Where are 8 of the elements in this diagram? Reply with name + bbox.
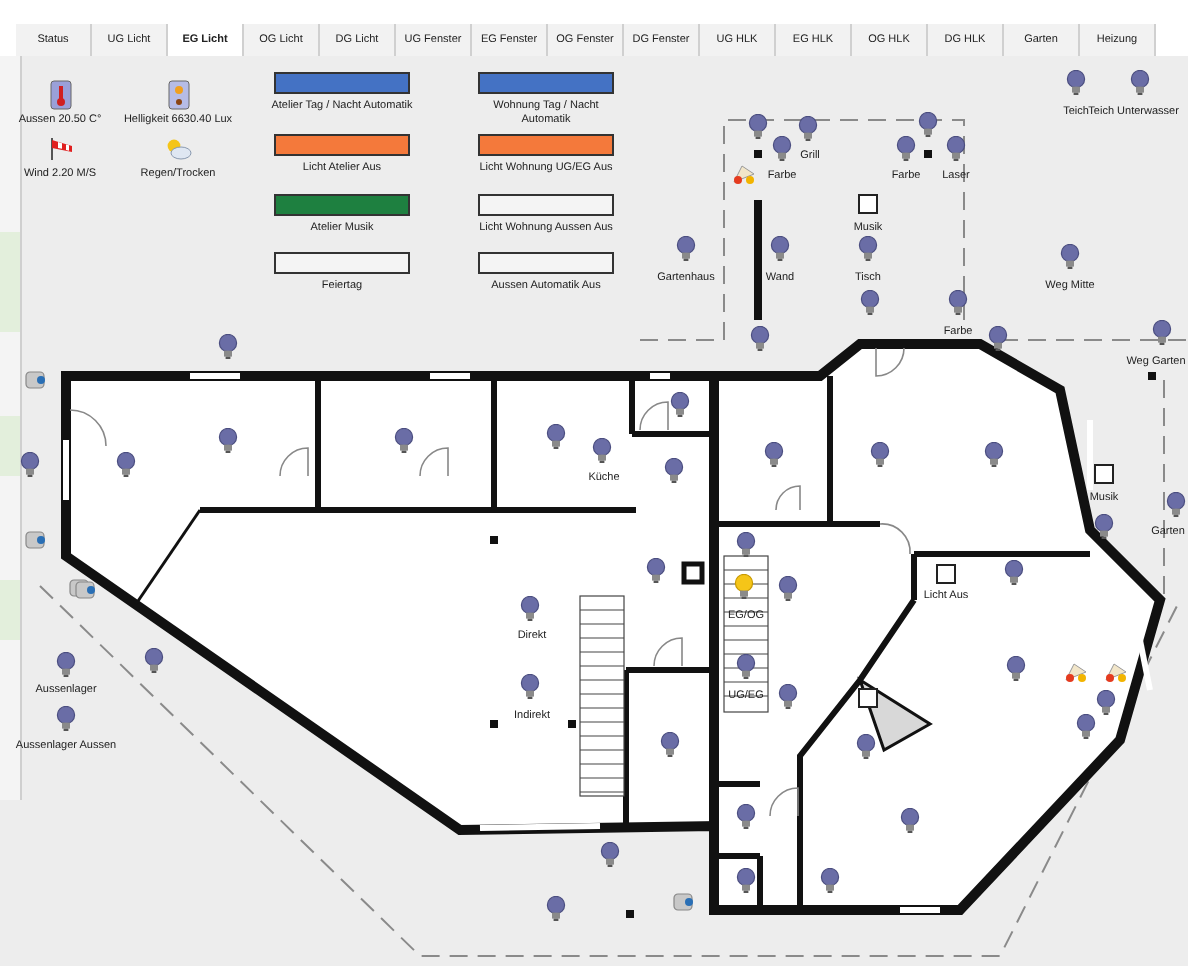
switch-button xyxy=(478,72,614,94)
switch-button xyxy=(478,194,614,216)
switch-button xyxy=(478,252,614,274)
switch-button xyxy=(274,252,410,274)
switch-button xyxy=(274,72,410,94)
switch-button xyxy=(274,194,410,216)
switch-button xyxy=(274,134,410,156)
switch-button xyxy=(478,134,614,156)
